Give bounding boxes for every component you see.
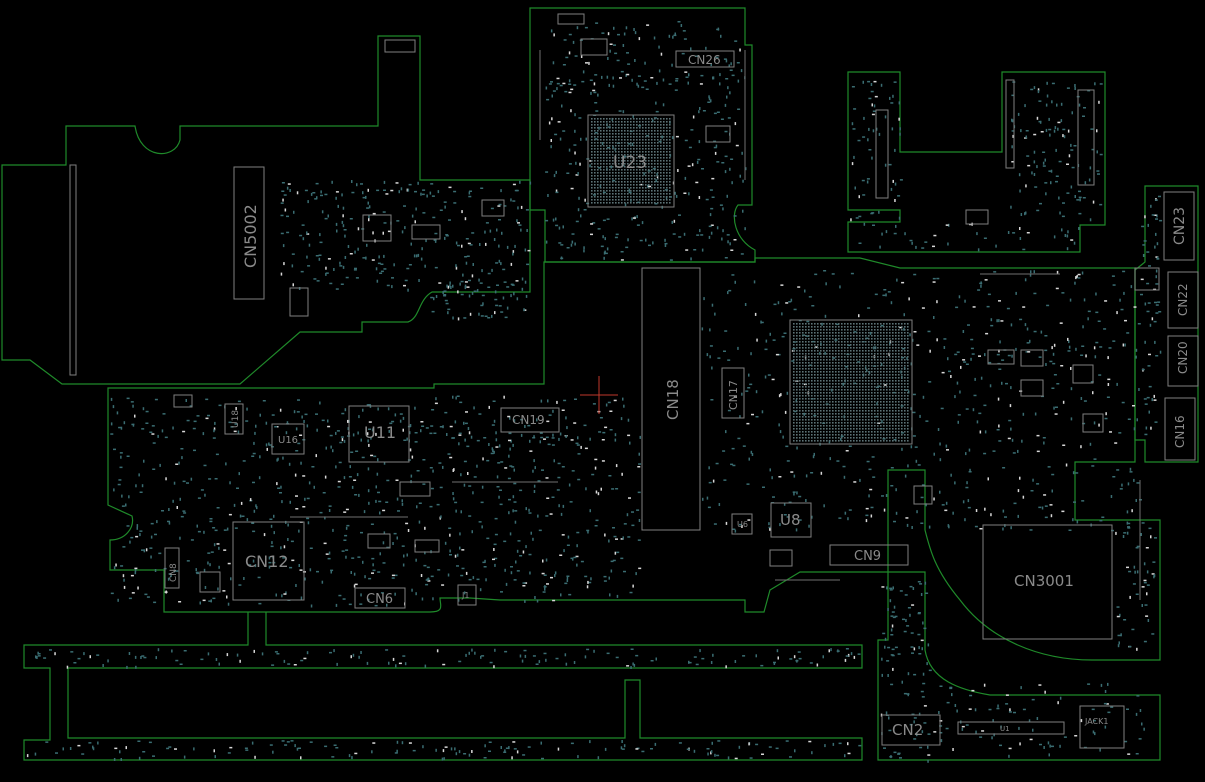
u6-outline	[731, 513, 753, 535]
u8-outline	[770, 502, 812, 538]
trace-lines	[290, 50, 1141, 600]
u23-outline	[587, 114, 675, 208]
cn19-label: CN19	[512, 413, 545, 427]
u16-label: U16	[278, 435, 298, 446]
cn18-outline	[641, 267, 701, 531]
cursor-crosshair	[580, 376, 618, 414]
cn18-label: CN18	[664, 379, 682, 420]
cn19-outline	[500, 407, 560, 433]
ic-small-17	[399, 481, 431, 497]
cn16-outline	[1164, 397, 1196, 461]
outline-left-region	[1, 35, 531, 385]
cpu-bga-grid	[793, 323, 909, 442]
left-fpc-connector	[69, 164, 77, 376]
ic-small-13	[367, 533, 391, 549]
ic-small-2	[411, 224, 441, 240]
u6-label: U6	[737, 520, 748, 529]
cn26-label: CN26	[688, 53, 721, 67]
u11-outline	[348, 405, 410, 463]
ic-small-15	[769, 549, 793, 567]
outline-bottom-bar-1	[23, 612, 863, 761]
ic-small-6	[384, 39, 416, 53]
ic-small-20	[1134, 267, 1160, 291]
cn23-label: CN23	[1172, 207, 1188, 245]
ic-small-9	[1020, 379, 1044, 397]
cn3001-outline	[982, 524, 1113, 640]
flex-connector-b	[1005, 79, 1015, 169]
ic-small-4	[289, 287, 309, 317]
outline-top-right-flex	[847, 71, 1106, 253]
cn2-outline	[881, 714, 941, 746]
cn8-label: CN8	[169, 563, 179, 582]
ic-small-11	[1082, 413, 1104, 433]
cn17-label: CN17	[727, 380, 740, 410]
cn9-label: CN9	[854, 549, 881, 564]
ic-small-19	[199, 571, 221, 593]
cn12-outline	[232, 521, 305, 601]
cpu-bga-outline	[789, 319, 913, 445]
cn23-outline	[1163, 191, 1195, 261]
u23-label: U23	[613, 153, 647, 173]
outline-main-board	[107, 257, 1161, 661]
board-outlines	[1, 7, 1199, 761]
ic-small-8	[1020, 349, 1044, 367]
u18-outline	[224, 403, 244, 435]
cn3001-label: CN3001	[1014, 572, 1074, 590]
u16-outline	[271, 423, 305, 455]
cn17-outline	[721, 367, 745, 419]
ic-small-21	[965, 209, 989, 225]
ic-small-22	[557, 13, 585, 25]
pad-field	[26, 21, 1163, 763]
cn5002-outline	[233, 166, 265, 300]
u23-bga-grid	[591, 118, 671, 204]
flex-connector-a	[875, 109, 889, 199]
jack1-outline	[1079, 705, 1125, 749]
outline-right-strip	[1134, 185, 1199, 463]
jack1-label: JACK1	[1084, 717, 1108, 726]
cn22-label: CN22	[1176, 283, 1190, 316]
cn20-outline	[1167, 335, 1199, 387]
ic-small-3	[481, 199, 505, 217]
u11-label: U11	[364, 423, 396, 442]
cn8-outline	[164, 547, 180, 589]
j1-outline	[457, 584, 477, 606]
cn6-label: CN6	[366, 592, 393, 607]
u18-label: U18	[231, 410, 241, 428]
cn12-label: CN12	[245, 552, 289, 571]
ic-small-5	[580, 38, 608, 56]
u1-label: U1	[1000, 725, 1010, 733]
ic-small-14	[913, 485, 933, 505]
ic-small-1	[362, 214, 392, 242]
cn26-outline	[675, 50, 735, 68]
cn6-outline	[354, 587, 406, 609]
ic-small-18	[414, 539, 440, 553]
ic-small-16	[173, 394, 193, 408]
cn1-outline	[957, 721, 1065, 735]
cn2-label: CN2	[892, 721, 923, 739]
outline-lower-right-arm	[877, 571, 1161, 761]
u8-label: U8	[780, 511, 801, 529]
cn16-label: CN16	[1173, 415, 1187, 448]
flex-connector-c	[1077, 89, 1095, 186]
ic-small-7	[705, 125, 731, 143]
cn9-outline	[829, 544, 909, 566]
j1-label: J1	[461, 591, 469, 600]
ic-small-12	[987, 349, 1015, 365]
ic-small-10	[1072, 364, 1094, 384]
cn5002-label: CN5002	[241, 204, 260, 268]
cn22-outline	[1167, 271, 1199, 329]
cn20-label: CN20	[1176, 341, 1190, 374]
